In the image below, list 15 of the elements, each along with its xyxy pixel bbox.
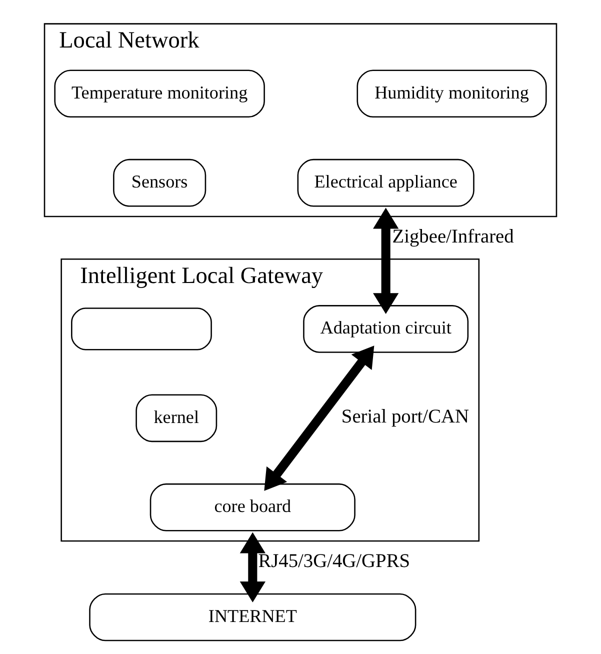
node-box: INTERNET: [89, 593, 416, 642]
node-box: Adaptation circuit: [303, 305, 469, 353]
node-box: [71, 308, 212, 350]
node-box: kernel: [136, 394, 218, 442]
arrow: [264, 346, 374, 491]
node-box: Sensors: [113, 158, 206, 207]
node-box: Electrical appliance: [297, 158, 474, 207]
node-box: core board: [150, 483, 356, 532]
edge-label: Zigbee/Infrared: [392, 226, 514, 248]
edge-label: Serial port/CAN: [341, 406, 469, 428]
edge-label: RJ45/3G/4G/GPRS: [258, 550, 410, 572]
arrow: [240, 532, 266, 602]
arrow: [373, 208, 399, 314]
node-box: Humidity monitoring: [356, 70, 547, 118]
node-box: Temperature monitoring: [54, 70, 265, 118]
